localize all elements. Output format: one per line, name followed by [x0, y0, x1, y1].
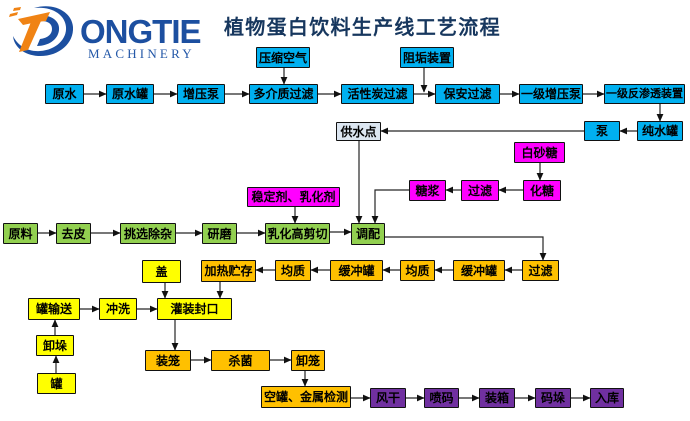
node-pure-water-tank: 纯水罐 [637, 121, 683, 141]
node-sterilization: 杀菌 [211, 350, 270, 371]
node-lid: 盖 [142, 260, 181, 283]
node-can: 罐 [37, 373, 76, 394]
node-can-conveying: 罐输送 [28, 298, 80, 320]
company-logo: ONGTIE MACHINERY [9, 6, 202, 60]
node-cage-unloading: 卸笼 [291, 350, 325, 371]
node-homogenizer-2: 均质 [400, 260, 435, 281]
node-pump: 泵 [584, 121, 620, 141]
node-palletizing: 码垛 [535, 388, 571, 408]
node-sugar-filter: 过滤 [461, 180, 499, 201]
node-grinding: 研磨 [202, 223, 237, 244]
node-homogenizer-1: 均质 [275, 260, 311, 281]
node-heated-storage: 加热贮存 [201, 260, 256, 282]
logo-subtitle-text: MACHINERY [88, 46, 195, 60]
node-multi-media-filter: 多介质过滤 [249, 84, 318, 104]
node-stage1-booster-pump: 一级增压泵 [519, 84, 583, 104]
page-title: 植物蛋白饮料生产线工艺流程 [224, 17, 501, 39]
node-sugar-melting: 化糖 [523, 180, 561, 201]
node-compressed-air: 压缩空气 [256, 47, 310, 68]
node-peeling: 去皮 [56, 223, 91, 244]
node-blending: 调配 [351, 223, 385, 245]
node-raw-material: 原料 [3, 223, 38, 244]
node-water-supply-point: 供水点 [336, 122, 381, 141]
node-raw-water: 原水 [45, 84, 84, 104]
node-rinsing: 冲洗 [99, 298, 137, 320]
node-cage-loading: 装笼 [145, 350, 191, 371]
node-emulsify-high-shear: 乳化高剪切 [265, 223, 330, 244]
node-security-filter: 保安过滤 [435, 84, 500, 104]
node-raw-water-tank: 原水罐 [106, 84, 154, 104]
node-depalletizing: 卸垛 [36, 335, 74, 356]
node-boxing: 装箱 [479, 388, 515, 408]
node-booster-pump: 增压泵 [177, 84, 225, 104]
node-filter: 过滤 [522, 260, 559, 281]
node-code-spraying: 喷码 [424, 388, 459, 408]
node-air-drying: 风干 [370, 388, 406, 408]
node-buffer-tank-1: 缓冲罐 [330, 260, 383, 281]
node-empty-can-metal-detection: 空罐、金属检测 [261, 386, 351, 408]
node-buffer-tank-2: 缓冲罐 [453, 260, 505, 281]
edge-syrup--blending [371, 189, 409, 224]
node-stabilizer-emulsifier: 稳定剂、乳化剂 [247, 187, 340, 207]
node-white-sugar: 白砂糖 [514, 142, 565, 163]
node-sorting-impurity-removal: 挑选除杂 [120, 223, 176, 244]
node-warehousing: 入库 [590, 388, 624, 408]
node-filling-sealing: 灌装封口 [157, 298, 232, 320]
node-stage1-reverse-osmosis: 一级反渗透装置 [604, 84, 685, 104]
node-activated-carbon-filter: 活性炭过滤 [341, 84, 414, 104]
node-syrup: 糖浆 [409, 180, 446, 201]
logo-brand-text: ONGTIE [80, 13, 201, 50]
logo-td-monogram [9, 6, 74, 57]
edge-blending--filter [385, 236, 547, 261]
node-antiscale-device: 阻垢装置 [400, 47, 454, 68]
